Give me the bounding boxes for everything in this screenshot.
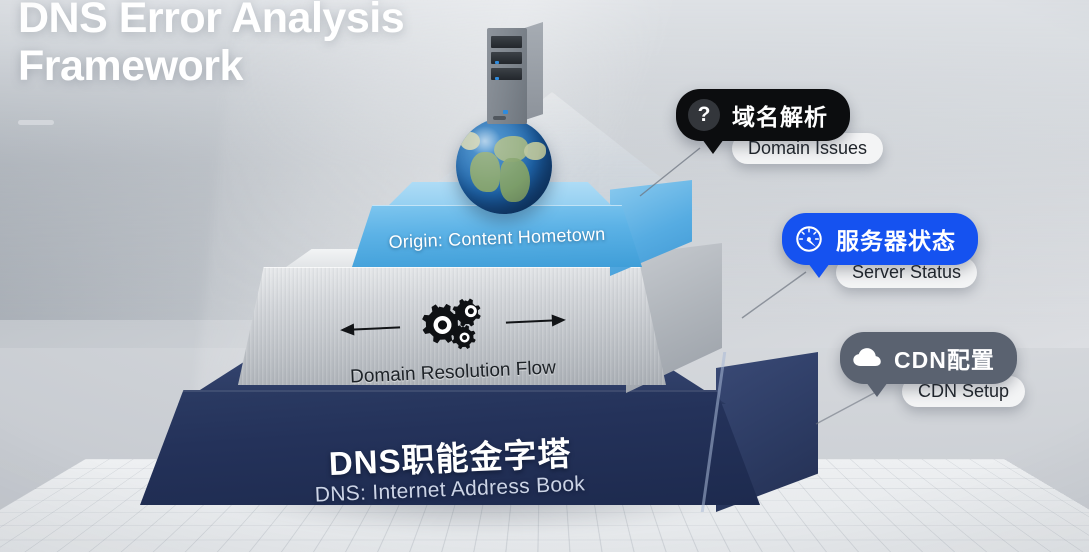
- server-power-led: [503, 110, 508, 114]
- server-led: [495, 77, 499, 80]
- globe-landmass: [470, 152, 500, 192]
- title-block: DNS Error Analysis Framework: [18, 0, 488, 126]
- cloud-icon: [853, 348, 881, 366]
- server-side-panel: [525, 22, 543, 120]
- server-front-slot: [493, 116, 506, 120]
- title-line-1: DNS Error Analysis: [18, 0, 405, 42]
- callout-pill-server[interactable]: 服务器状态: [782, 213, 978, 278]
- globe-landmass: [460, 132, 480, 150]
- globe-landmass: [494, 136, 528, 162]
- base-front-face: [140, 390, 760, 505]
- page-title: DNS Error Analysis Framework: [18, 0, 488, 90]
- callout-tail-cdn: [866, 382, 888, 397]
- question-mark-icon: ?: [688, 99, 720, 131]
- server-led: [495, 61, 499, 64]
- arrow-right-icon: [505, 314, 566, 327]
- callout-cdn-setup[interactable]: CDN配置 CDN Setup: [840, 332, 1026, 407]
- globe-landmass: [524, 142, 546, 160]
- gears-icon: [422, 298, 481, 350]
- gauge-icon: [796, 226, 822, 252]
- callout-server-status[interactable]: 服务器状态 Server Status: [782, 213, 978, 288]
- title-underline-rule: [18, 120, 54, 126]
- callout-pill-cdn[interactable]: CDN配置: [840, 332, 1017, 397]
- globe-icon: [456, 118, 552, 214]
- callout-domain-issues[interactable]: ? 域名解析 Domain Issues: [676, 89, 884, 164]
- callout-title-cn-cdn: CDN配置: [894, 347, 995, 373]
- top-front-face: [352, 205, 642, 267]
- server-tower-icon: [487, 22, 543, 126]
- server-drive-bay: [491, 36, 522, 48]
- callout-title-cn-server: 服务器状态: [836, 228, 956, 254]
- middle-icon-row: [247, 287, 659, 364]
- globe-landmass: [500, 158, 530, 202]
- globe-shading: [456, 118, 552, 214]
- arrow-left-icon: [340, 323, 401, 336]
- title-line-2: Framework: [18, 42, 243, 91]
- callout-title-cn-domain: 域名解析: [732, 104, 828, 130]
- callout-tail-domain: [702, 139, 724, 154]
- callout-tail-server: [808, 263, 830, 278]
- server-front-panel: [487, 28, 527, 124]
- callout-pill-domain[interactable]: ? 域名解析: [676, 89, 850, 154]
